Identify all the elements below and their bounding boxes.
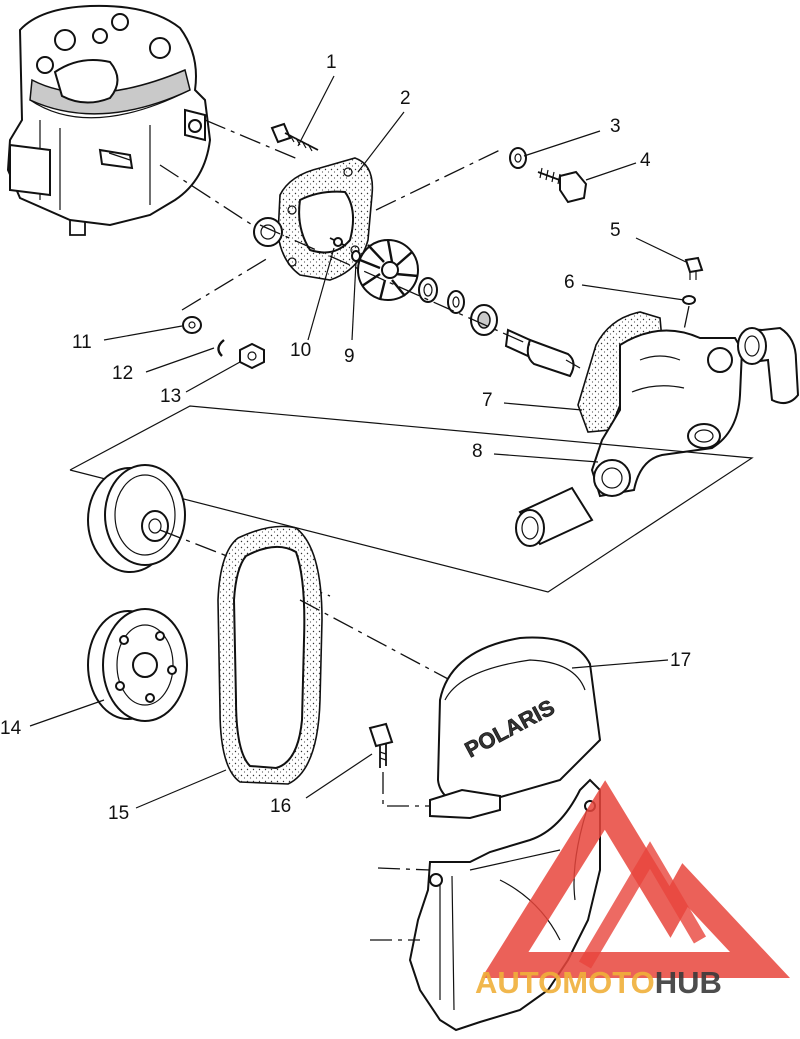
part-8-pump-housing	[590, 329, 744, 498]
part-10-pin	[329, 237, 347, 247]
part-9-washer	[351, 250, 361, 262]
bearing	[470, 304, 498, 336]
part-11-washer	[182, 316, 202, 334]
leader-lines	[29, 75, 687, 809]
callout-5: 5	[610, 220, 621, 241]
watermark-brand-left: AUTOMOTO	[475, 965, 655, 1000]
callout-17: 17	[670, 650, 692, 671]
part-1-bolt	[270, 122, 319, 152]
callout-3: 3	[610, 116, 621, 137]
callout-11: 11	[72, 332, 92, 353]
watermark-brand-right: HUB	[655, 965, 722, 1000]
part-4-bolt	[537, 167, 588, 204]
seal-ring	[418, 277, 438, 303]
callout-16: 16	[270, 796, 292, 817]
part-13-nut	[239, 342, 265, 370]
engine-cylinder-head	[6, 4, 212, 236]
part-15-drive-belt	[217, 525, 323, 785]
part-3-washer	[509, 147, 527, 169]
outlet-sleeve	[515, 486, 594, 547]
part-17-belt-cover: POLARIS	[429, 636, 602, 820]
part-6-washer	[682, 295, 696, 305]
upper-pulley	[87, 464, 186, 573]
part-5-bolt	[684, 256, 704, 280]
callout-13: 13	[160, 386, 182, 407]
callout-12: 12	[112, 363, 134, 384]
part-12-lock-washer	[217, 339, 225, 357]
part-14-pulley	[87, 608, 188, 722]
elbow-fitting	[737, 326, 800, 405]
impeller	[357, 239, 419, 301]
part-2-pump-body	[253, 157, 374, 281]
callout-10: 10	[290, 340, 312, 361]
callout-9: 9	[344, 346, 355, 367]
callout-1: 1	[326, 52, 337, 73]
callout-7: 7	[482, 390, 493, 411]
part-16-bolt	[368, 722, 394, 768]
pump-shaft	[504, 328, 581, 378]
callout-4: 4	[640, 150, 651, 171]
callout-2: 2	[400, 88, 411, 109]
svg-text:AUTOMOTOHUB: AUTOMOTOHUB	[475, 965, 722, 1000]
callout-15: 15	[108, 803, 130, 824]
callout-14: 14	[0, 718, 22, 739]
callout-6: 6	[564, 272, 575, 293]
snap-ring	[447, 290, 465, 314]
callout-8: 8	[472, 441, 483, 462]
watermark-logo: AUTOMOTOHUB	[475, 780, 791, 1000]
